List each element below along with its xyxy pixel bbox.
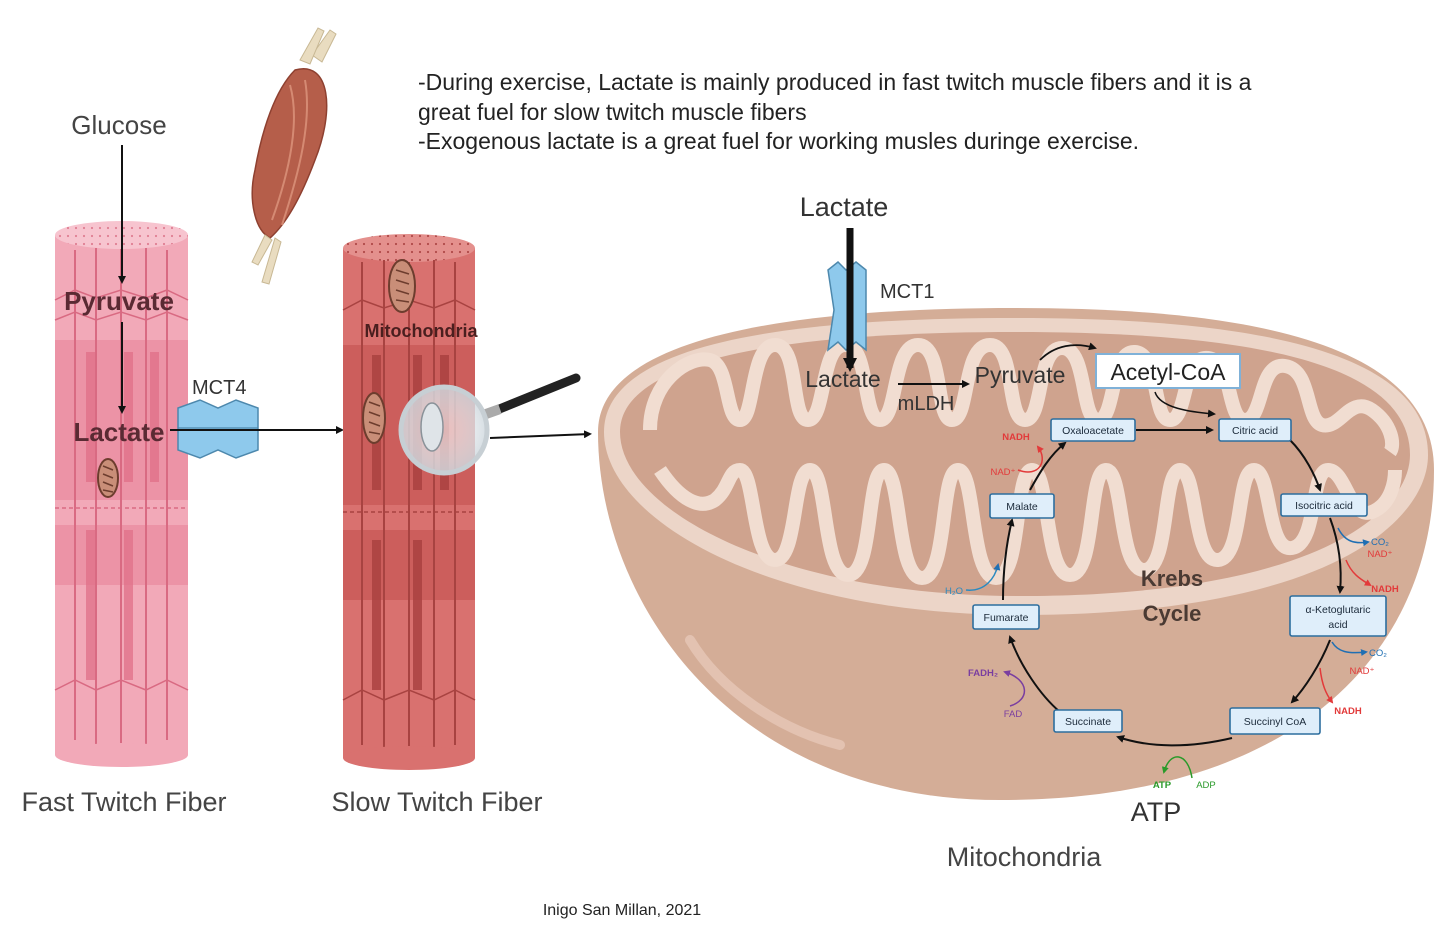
fumarate-box: [972, 604, 1040, 630]
nadh-label-2: NADH: [1371, 584, 1399, 595]
mct4-label: MCT4: [192, 377, 246, 399]
fumarate-label: Fumarate: [984, 612, 1029, 624]
citric-acid-box: [1218, 418, 1292, 442]
isocitric-to-akg-arrow: [1329, 517, 1345, 594]
slow-fiber-mitochondrion-icon-top: [388, 259, 416, 313]
nad-reduction-arrow-1: [1017, 445, 1044, 473]
slow-fiber-mitochondrion-icon-bottom: [362, 392, 386, 444]
zoom-arrow: [489, 430, 592, 439]
krebs-cycle: Oxaloacetate Citric acid Isocitric acid …: [945, 418, 1399, 791]
lactate-internal-label: Lactate: [805, 366, 880, 392]
malate-box: [989, 493, 1055, 519]
h2o-label: H₂O: [945, 586, 963, 597]
co2-label-1: CO₂: [1371, 537, 1389, 548]
pyruvate-to-acetylcoa-arrow: [1039, 342, 1097, 361]
oxaloacetate-box: [1050, 418, 1136, 442]
notes-text: -During exercise, Lactate is mainly prod…: [418, 69, 1252, 154]
nadh-label-3: NADH: [1334, 706, 1362, 717]
akg-label-1: α-Ketoglutaric: [1305, 604, 1370, 616]
krebs-label-1: Krebs: [1141, 566, 1203, 591]
glucose-label: Glucose: [71, 110, 166, 140]
co2-release-arrow-1: [1337, 527, 1370, 547]
akg-box: [1289, 595, 1387, 637]
krebs-label-2: Cycle: [1143, 601, 1202, 626]
fast-fiber-mitochondrion-icon: [97, 458, 119, 498]
slow-twitch-fiber: [342, 234, 476, 770]
mct1-label: MCT1: [880, 281, 934, 303]
pyruvate-label-fast: Pyruvate: [64, 286, 174, 316]
acetyl-coa-label: Acetyl-CoA: [1110, 359, 1226, 385]
fast-fiber-caption: Fast Twitch Fiber: [21, 787, 226, 817]
fadh2-label: FADH₂: [968, 668, 998, 679]
lactate-label-fast: Lactate: [73, 417, 164, 447]
mldh-label: mLDH: [898, 393, 955, 415]
fumarate-to-malate-arrow: [1002, 518, 1015, 601]
atp-small-label: ATP: [1153, 780, 1172, 791]
atp-output-label: ATP: [1131, 797, 1182, 827]
magnifier-icon: [398, 373, 581, 476]
nad-label-1: NAD⁺: [990, 467, 1015, 478]
citric-to-isocitric-arrow: [1289, 439, 1322, 492]
note-line-1: -During exercise, Lactate is mainly prod…: [418, 69, 1252, 95]
mitochondria-label-slow: Mitochondria: [365, 321, 479, 341]
co2-release-arrow-2: [1331, 641, 1368, 657]
nad-label-2: NAD⁺: [1367, 549, 1392, 560]
akg-to-succinyl-arrow: [1290, 639, 1331, 704]
succinyl-coa-label: Succinyl CoA: [1244, 716, 1306, 728]
malate-label: Malate: [1006, 501, 1038, 513]
succinate-to-fumarate-arrow: [1008, 635, 1061, 713]
oxaloacetate-label: Oxaloacetate: [1062, 425, 1124, 437]
nad-label-3: NAD⁺: [1349, 666, 1374, 677]
adp-label: ADP: [1196, 780, 1216, 791]
fad-reduction-arrow: [1003, 670, 1026, 707]
nad-reduction-arrow-3: [1319, 667, 1334, 704]
note-line-3: -Exogenous lactate is a great fuel for w…: [418, 128, 1139, 154]
malate-to-oxaloacetate-arrow: [1029, 441, 1067, 491]
co2-label-2: CO₂: [1369, 648, 1387, 659]
nad-reduction-arrow-2: [1345, 559, 1372, 587]
fad-label: FAD: [1004, 709, 1023, 720]
pyruvate-label-mito: Pyruvate: [975, 362, 1066, 388]
lactate-external-label: Lactate: [800, 192, 889, 222]
succinyl-coa-box: [1229, 707, 1321, 735]
mitochondrion-caption: Mitochondria: [947, 842, 1103, 872]
note-line-2: great fuel for slow twitch muscle fibers: [418, 99, 807, 125]
citric-acid-label: Citric acid: [1232, 425, 1278, 437]
succinyl-to-succinate-arrow: [1116, 735, 1233, 747]
acetyl-coa-box: Acetyl-CoA: [1095, 353, 1241, 389]
acetylcoa-to-citric-arrow: [1154, 391, 1216, 418]
slow-fiber-caption: Slow Twitch Fiber: [331, 787, 542, 817]
isocitric-acid-label: Isocitric acid: [1295, 500, 1353, 512]
water-addition-arrow: [965, 563, 1001, 591]
credit-text: Inigo San Millan, 2021: [543, 902, 701, 919]
succinate-box: [1053, 709, 1123, 733]
isocitric-acid-box: [1280, 493, 1368, 517]
succinate-label: Succinate: [1065, 716, 1111, 728]
akg-label-2: acid: [1328, 619, 1347, 631]
atp-synthesis-arrow: [1161, 756, 1193, 779]
muscle-icon: [251, 27, 337, 285]
fast-twitch-fiber: [54, 221, 189, 767]
nadh-label-1: NADH: [1002, 432, 1030, 443]
